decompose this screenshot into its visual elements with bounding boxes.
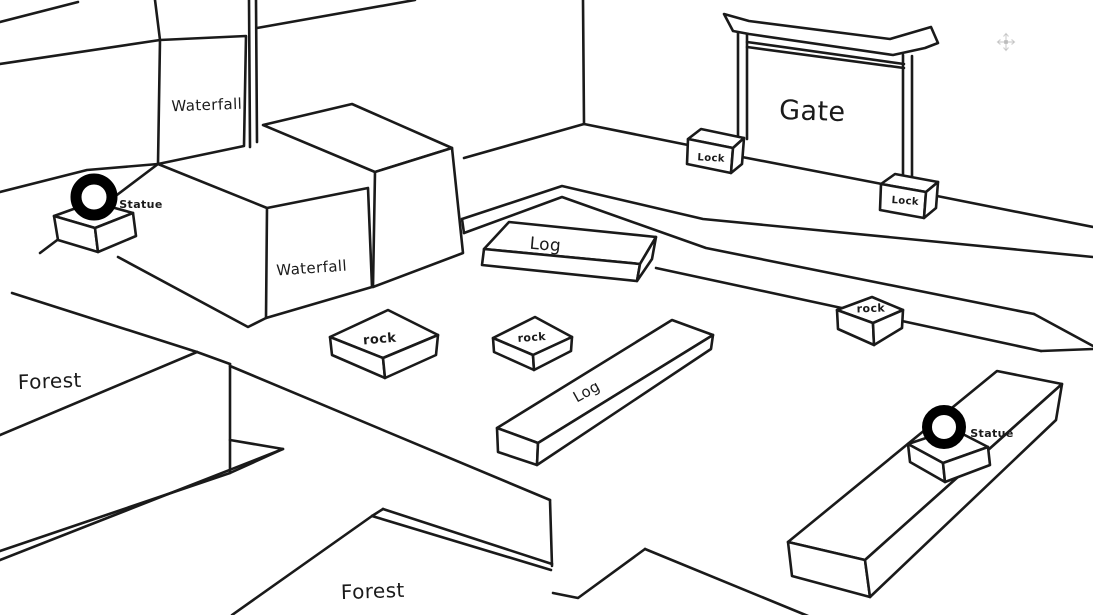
cube-front-face [371,146,465,289]
terrace-edge-line [116,255,268,329]
rock-right-label: rock [856,302,885,316]
pit-near-edge [643,547,809,615]
waterfall-chute-line [254,0,259,144]
statue-right-label: Statue [970,427,1014,440]
pit-ridge-line [381,507,554,566]
forest-step-edge [0,471,232,553]
gate-structure [685,12,940,220]
slab-tip-edge [460,217,466,235]
pedestal-right-face [93,211,138,254]
ground-drop-line [548,498,554,568]
lock-box-left [685,127,746,175]
waterfall-chute-line [247,0,252,149]
forest-corner-edge [195,350,232,366]
statue-ledge [786,369,1064,599]
forest-front-edge [0,350,199,437]
labels-layer: WaterfallWaterfallStatueStatueGateLockLo… [17,95,1013,604]
forest-bottom-label: Forest [340,578,405,604]
statue-ring [922,405,966,449]
rock-middle-label: rock [517,330,547,345]
wall-corner-line [581,0,586,126]
rock-right-face [531,335,574,372]
lock-side-face [922,180,940,220]
log-flat-box [480,220,658,283]
log-long-box [495,318,715,467]
cliff-edge-line [153,0,162,42]
slab-near-edge [462,195,1036,316]
wall-floor-line [462,122,586,160]
wall-floor-line [740,155,884,186]
log-flat-label: Log [529,234,562,257]
cube-terrace [261,102,465,289]
walkway-slab [460,184,1093,353]
rock-right-face [381,333,440,380]
gate-top-beam [722,12,940,57]
lock-right-label: Lock [891,195,919,208]
cliff-edge-line [0,38,162,66]
ledge-front-face [863,382,1064,599]
rock-right-face [871,308,905,347]
statue-left-label: Statue [119,198,163,211]
ground-edge-line [228,364,552,502]
rock-left-box [328,308,440,380]
waterfall-lower-label: Waterfall [276,257,348,280]
gate-label: Gate [779,95,846,128]
statue-right-figure [906,405,992,484]
slab-end-bottom-edge [1039,347,1093,353]
waterfall-upper-face [156,34,248,166]
pit-ridge-line [370,514,553,572]
cliff-edge-line [0,0,80,24]
move-cursor-icon [996,32,1016,52]
wall-floor-line [582,122,690,147]
log-front-face [535,333,715,467]
lock-left-label: Lock [697,152,725,164]
slab-far-edge [460,184,1093,259]
pit-left-edge [230,514,374,615]
forest-top-edge [10,291,199,354]
rock-middle-box [491,315,574,372]
rock-left-label: rock [362,331,396,349]
lock-box-right [878,172,940,220]
gate-lintel [745,45,906,70]
cliffs-upper-left [0,0,417,329]
waterfall-lower-face [264,186,374,320]
wall-floor-line [935,194,1093,229]
cliff-base-line [0,162,160,194]
back-wall [462,0,1093,229]
gate-lintel [745,40,906,66]
lock-side-face [729,136,746,175]
pit-near-edge [551,547,647,600]
forest-left-label: Forest [17,368,82,394]
statue-ring [70,173,118,221]
rock-right-box [835,295,905,347]
log-end-face [635,235,658,283]
pedestal-right-face [941,445,992,484]
slab-end-edge [1032,312,1093,348]
terrace-edge-line [156,162,269,210]
forest-block-left [0,291,285,562]
forest-step-edge [0,447,285,562]
waterfall-upper-label: Waterfall [171,95,242,115]
pit-ridge-cap [370,507,385,518]
ground-edges [228,364,809,615]
cliff-edge-line [255,0,417,30]
statue-left-figure [52,173,138,254]
